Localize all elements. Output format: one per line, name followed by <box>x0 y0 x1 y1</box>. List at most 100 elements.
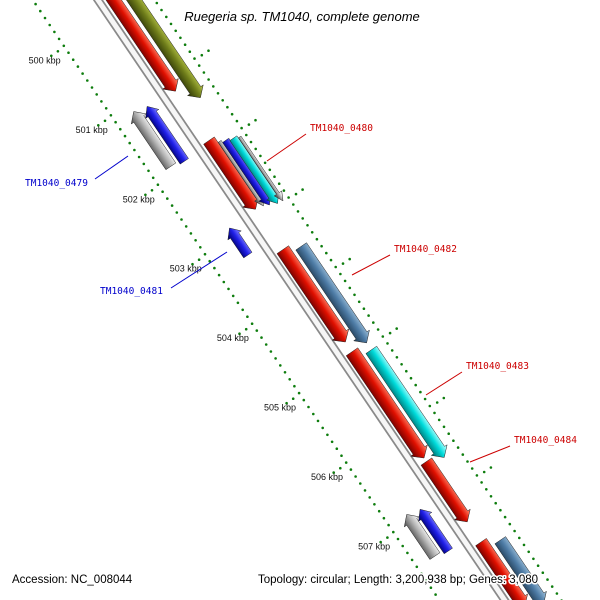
gene-arrow-bottom-gray[interactable] <box>403 514 441 560</box>
tick-dot <box>175 211 179 214</box>
tick-dot <box>466 460 469 463</box>
tick-dot <box>301 188 304 191</box>
tick-dot <box>166 197 169 200</box>
tick-dot <box>39 9 42 13</box>
tick-dot <box>363 489 367 492</box>
tick-dot <box>348 286 352 290</box>
tick-dot <box>67 51 70 54</box>
tick-dot <box>419 390 422 394</box>
tick-dot <box>499 508 502 512</box>
tick-dot <box>349 468 353 471</box>
gene-label-TM1040_0483[interactable]: TM1040_0483 <box>466 361 529 372</box>
gene-label-TM1040_0480[interactable]: TM1040_0480 <box>310 123 373 134</box>
tick-dot <box>263 161 267 165</box>
gene-arrow-TM1040_0479-gray[interactable] <box>130 111 177 171</box>
tick-dot <box>137 155 141 159</box>
gene-label-TM1040_0484[interactable]: TM1040_0484 <box>514 435 577 446</box>
tick-dot <box>423 397 427 401</box>
tick-dot <box>334 265 338 269</box>
kbp-label-503: 503 kbp <box>170 264 202 274</box>
tick-dot <box>207 78 210 81</box>
gene-arrow-TM1040_0479-blue[interactable] <box>145 106 189 165</box>
tick-dot <box>133 148 136 152</box>
leader-line-TM1040_0484 <box>469 445 511 463</box>
tick-dot <box>174 29 177 33</box>
tick-dot <box>325 251 328 255</box>
gene-arrow-top-olive[interactable] <box>100 0 204 98</box>
tick-dot <box>199 246 202 249</box>
tick-dot <box>447 432 451 436</box>
tick-dot <box>433 411 436 415</box>
tick-dot <box>264 343 268 346</box>
tick-dot <box>320 244 323 248</box>
leader-line-TM1040_0481 <box>170 251 228 289</box>
tick-dot <box>424 579 428 582</box>
gene-arrow-corner-steel[interactable] <box>494 536 547 600</box>
tick-dot <box>456 446 460 449</box>
tick-dot <box>359 482 362 485</box>
tick-dot <box>372 321 375 324</box>
tick-dot <box>193 57 196 60</box>
gene-label-TM1040_0482[interactable]: TM1040_0482 <box>394 244 457 255</box>
tick-dot <box>203 252 207 256</box>
gene-label-TM1040_0479[interactable]: TM1040_0479 <box>25 178 88 189</box>
tick-dot <box>362 307 366 311</box>
tick-dot <box>249 140 253 144</box>
tick-dot <box>81 72 84 75</box>
gene-arrow-TM1040_0480-red[interactable] <box>203 136 259 210</box>
leader-line-TM1040_0480 <box>266 133 307 162</box>
leader-line-TM1040_0483 <box>425 371 463 396</box>
tick-dot <box>340 454 343 458</box>
tick-dot <box>513 529 516 533</box>
tick-dot <box>255 329 259 332</box>
tick-dot <box>396 537 400 541</box>
tick-dot <box>76 65 80 68</box>
gene-arrow-TM1040_0482-red[interactable] <box>276 245 350 343</box>
tick-dot <box>395 356 399 359</box>
gene-arrow-top-red[interactable] <box>86 0 179 92</box>
gene-arrow-TM1040_0482-steel[interactable] <box>295 242 370 344</box>
tick-dot <box>244 327 248 331</box>
tick-dot <box>461 453 465 456</box>
tick-dot <box>381 335 385 338</box>
tick-dot <box>180 218 183 221</box>
kbp-label-500: 500 kbp <box>29 55 61 65</box>
gene-arrow-TM1040_0480-gray2[interactable] <box>238 135 284 202</box>
tick-dot <box>357 300 361 304</box>
gene-arrow-corner-red[interactable] <box>475 538 528 600</box>
tick-dot <box>208 259 211 263</box>
tick-dot <box>503 515 507 519</box>
gene-arrow-TM1040_0483-cyan[interactable] <box>365 345 448 458</box>
gene-label-TM1040_0481[interactable]: TM1040_0481 <box>100 286 163 297</box>
gene-arrow-bottom-blue[interactable] <box>418 508 453 555</box>
tick-dot <box>241 308 244 312</box>
tick-dot <box>170 204 174 207</box>
tick-dot <box>387 523 390 527</box>
tick-dot <box>401 544 405 548</box>
kbp-label-506: 506 kbp <box>311 472 343 482</box>
tick-dot <box>546 578 549 581</box>
tick-dot <box>283 371 287 374</box>
tick-dot <box>316 419 320 423</box>
tick-dot <box>330 440 334 444</box>
tick-dot <box>527 550 530 554</box>
leader-line-TM1040_0482 <box>351 254 391 276</box>
tick-dot <box>213 266 216 270</box>
tick-dot <box>312 412 315 416</box>
tick-dot <box>207 49 210 52</box>
tick-dot <box>123 134 127 138</box>
gene-arrow-TM1040_0484[interactable] <box>420 457 471 523</box>
tick-dot <box>200 53 204 57</box>
tick-dot <box>179 36 182 40</box>
tick-dot <box>191 262 194 266</box>
gene-arrow-TM1040_0481[interactable] <box>227 227 253 259</box>
tick-dot <box>348 257 352 261</box>
gene-arrow-TM1040_0483-red[interactable] <box>345 347 428 459</box>
genome-backbone-layer <box>92 0 510 600</box>
gene-labels: TM1040_0479TM1040_0480TM1040_0481TM1040_… <box>25 123 577 463</box>
kbp-label-504: 504 kbp <box>217 333 249 343</box>
tick-dot <box>415 565 419 569</box>
tick-dot <box>109 114 113 117</box>
